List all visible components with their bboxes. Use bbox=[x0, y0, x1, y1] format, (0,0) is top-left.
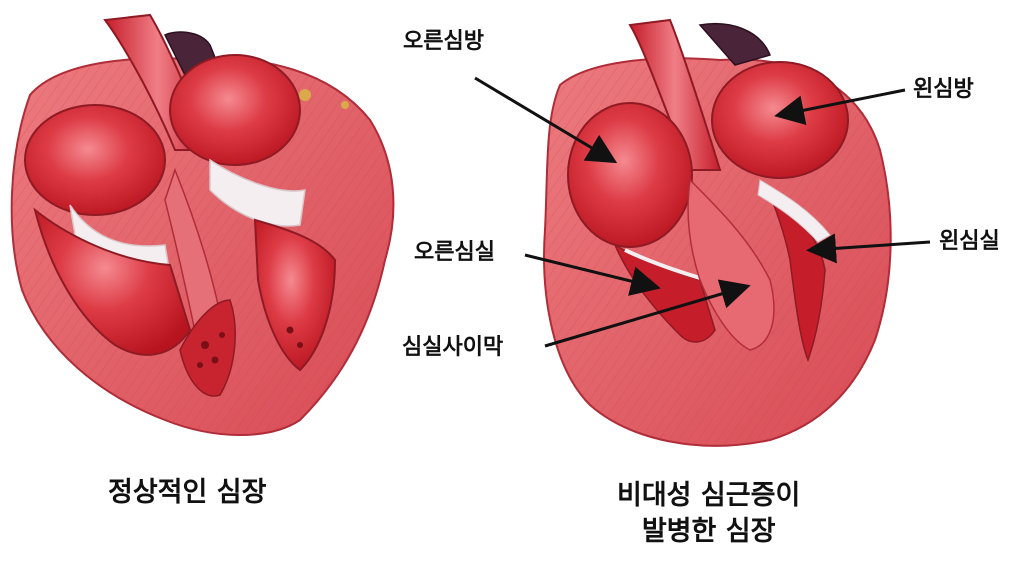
arrow-left-ventricle bbox=[806, 233, 931, 264]
arrow-left-atrium bbox=[774, 88, 906, 126]
hcm-heart-pulmonary-vessel bbox=[698, 23, 772, 66]
caption-normal-heart: 정상적인 심장 bbox=[108, 477, 267, 508]
normal-left-ventricle bbox=[253, 218, 337, 372]
hcm-heart-aorta bbox=[628, 18, 722, 171]
hcm-heart-illustration bbox=[543, 18, 892, 447]
label-left-ventricle: 왼심실 bbox=[939, 229, 1000, 254]
normal-right-atrium bbox=[24, 104, 166, 216]
hcm-thickened-septum bbox=[687, 178, 775, 351]
annotation-arrows bbox=[474, 76, 931, 348]
caption-hcm-line2: 발병한 심장 bbox=[641, 516, 776, 548]
caption-hcm-heart: 비대성 심근증이 발병한 심장 bbox=[617, 478, 800, 551]
label-left-atrium: 왼심방 bbox=[913, 77, 974, 102]
hcm-right-atrium bbox=[567, 102, 693, 248]
normal-left-atrium bbox=[169, 54, 301, 166]
label-septum: 심실사이막 bbox=[402, 335, 504, 360]
label-right-ventricle: 오른심실 bbox=[414, 240, 495, 265]
normal-right-ventricle bbox=[33, 207, 192, 356]
arrow-right-atrium bbox=[474, 76, 618, 164]
normal-heart-illustration bbox=[10, 13, 395, 436]
normal-mitral-valve bbox=[209, 158, 306, 227]
arrow-septum bbox=[544, 279, 751, 348]
hcm-left-atrium bbox=[711, 61, 849, 179]
arrow-right-ventricle bbox=[524, 253, 661, 296]
label-right-atrium: 오른심방 bbox=[403, 29, 484, 54]
caption-hcm-line1: 비대성 심근증이 bbox=[617, 480, 801, 511]
